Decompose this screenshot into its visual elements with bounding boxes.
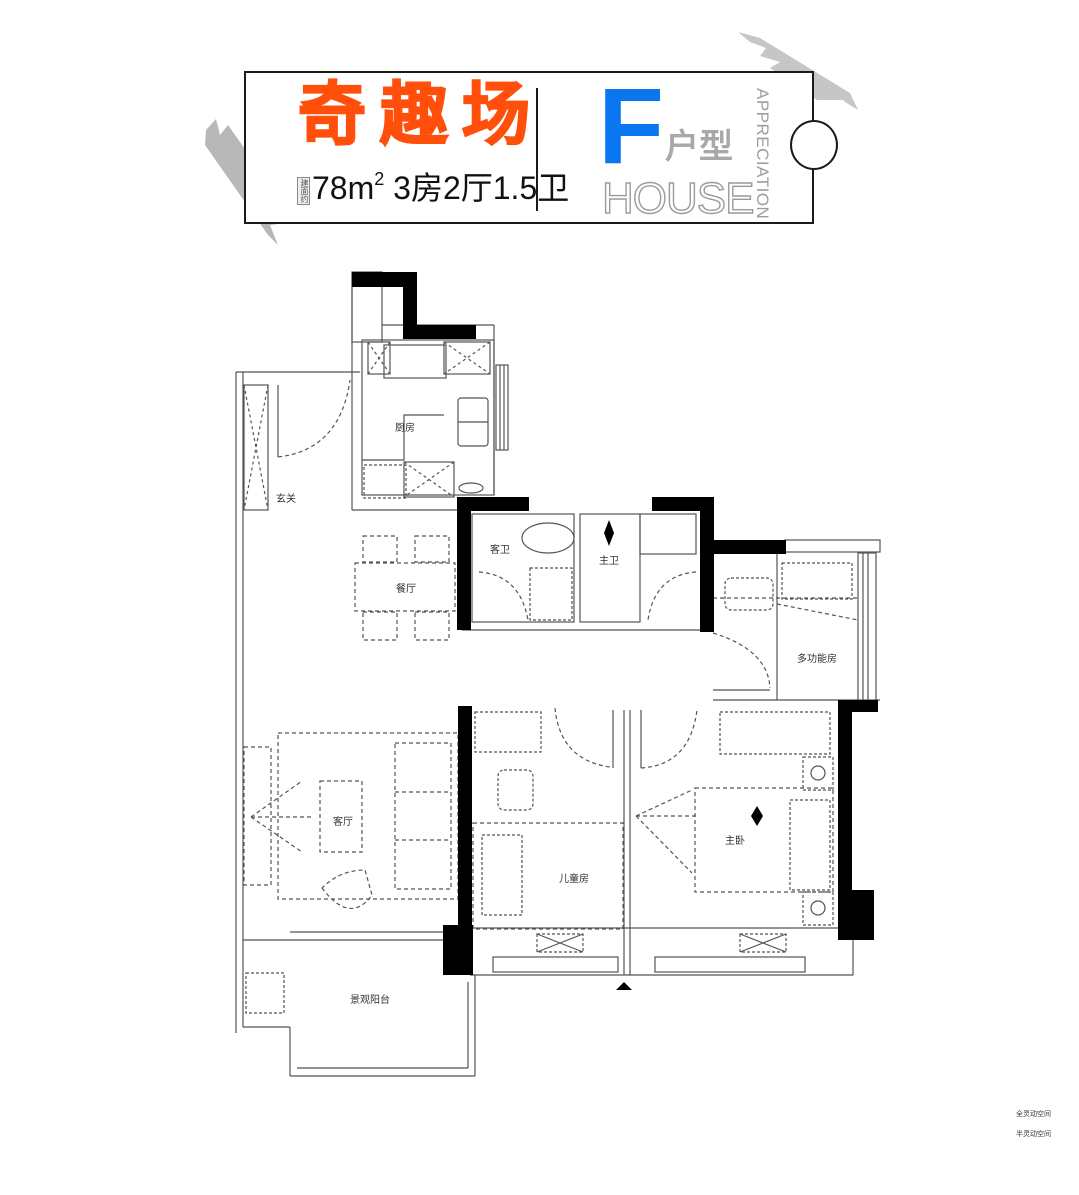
unit-letter: F — [598, 65, 664, 186]
project-name: 奇趣场 — [297, 76, 545, 155]
structural-walls — [352, 272, 878, 975]
room-label-guest-bath: 客卫 — [490, 543, 510, 556]
room-label-master-bedroom: 主卧 — [725, 834, 745, 847]
layout-text: 3房2厅1.5卫 — [384, 170, 570, 206]
appreciation-word: APPRECIATION — [753, 88, 772, 220]
legend-item-full-flex: 全灵动空间 — [1016, 1110, 1051, 1118]
area-unit-sup: 2 — [374, 169, 385, 189]
room-label-kitchen: 厨房 — [395, 421, 415, 434]
outline-walls — [235, 271, 881, 1077]
room-label-dining: 餐厅 — [396, 582, 416, 595]
room-labels: 厨房 玄关 餐厅 客卫 主卫 多功能房 客厅 儿童房 主卧 景观阳台 — [276, 421, 837, 1006]
room-label-balcony: 景观阳台 — [350, 993, 390, 1006]
area-value: 78m — [312, 170, 375, 206]
ticket-edge-bottom — [812, 169, 814, 224]
ticket-notch — [790, 120, 838, 170]
header-ticket-card — [244, 71, 814, 224]
legend-item-half-flex: 半灵动空间 — [1016, 1130, 1051, 1138]
area-and-layout: 78m2 3房2厅1.5卫 — [312, 170, 569, 204]
room-label-multi-room: 多功能房 — [797, 652, 837, 665]
north-marker-icons — [604, 520, 763, 990]
room-label-master-bath: 主卫 — [599, 555, 619, 567]
house-word: HOUSE — [601, 174, 755, 223]
room-label-kids-room: 儿童房 — [559, 872, 589, 885]
room-label-living: 客厅 — [333, 815, 353, 828]
unit-type-label: 户型 — [665, 127, 733, 167]
ticket-edge-top — [812, 71, 814, 121]
header-divider — [536, 88, 538, 211]
room-label-entrance: 玄关 — [276, 492, 296, 505]
area-prefix-tag: 建面约 — [297, 177, 310, 205]
